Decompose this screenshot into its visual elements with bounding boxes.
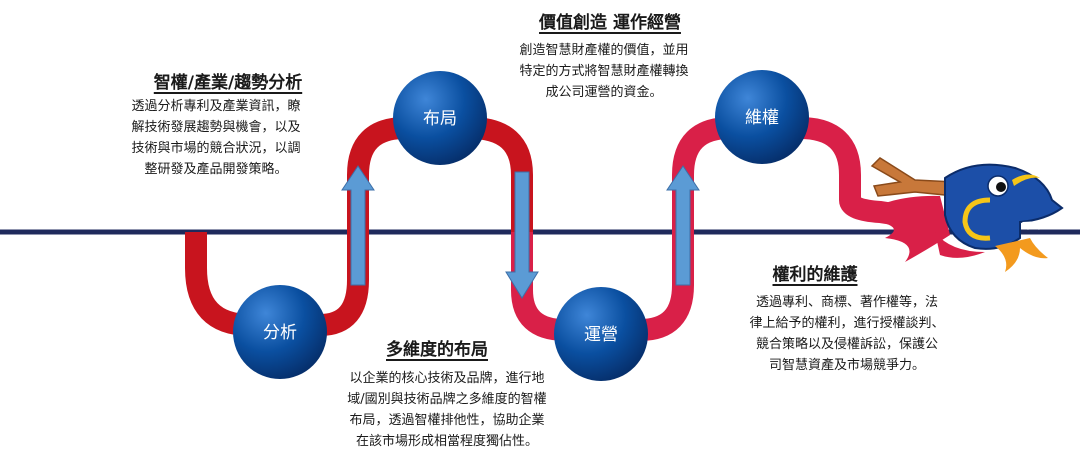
node-label: 維權 (745, 108, 779, 128)
arrow-up-icon (341, 165, 375, 286)
multi-layout-heading: 多維度的布局 (386, 340, 488, 360)
arrow-up-icon (666, 165, 700, 286)
analysis-heading: 智權/產業/趨勢分析 (153, 73, 303, 93)
dragon-head-icon (870, 157, 1064, 272)
multi-layout-description: 以企業的核心技術及品牌，進行地 域/國別與技術品牌之多維度的智權 布局，透過智權… (347, 371, 547, 449)
node-operation: 運營 (554, 287, 648, 381)
node-protection: 維權 (715, 70, 809, 164)
value-creation-heading: 價值創造 運作經營 (539, 13, 681, 33)
rights-protection-description: 透過專利、商標、著作權等，法 律上給予的權利，進行授權談判、 競合策略以及侵權訴… (749, 295, 945, 373)
node-label: 運營 (584, 325, 618, 345)
node-analysis: 分析 (233, 285, 327, 379)
node-layout: 布局 (393, 71, 487, 165)
value-creation-description: 創造智慧財產權的價值，並用 特定的方式將智慧財產權轉換 成公司運營的資金。 (519, 43, 689, 100)
analysis-description: 透過分析專利及產業資訊，瞭 解技術發展趨勢與機會，以及 技術與市場的競合狀況，以… (131, 99, 301, 177)
node-label: 布局 (423, 109, 457, 129)
rights-protection-heading: 權利的維護 (772, 265, 858, 285)
node-label: 分析 (263, 323, 297, 343)
direction-arrows (341, 165, 700, 299)
arrow-down-icon (505, 171, 539, 299)
